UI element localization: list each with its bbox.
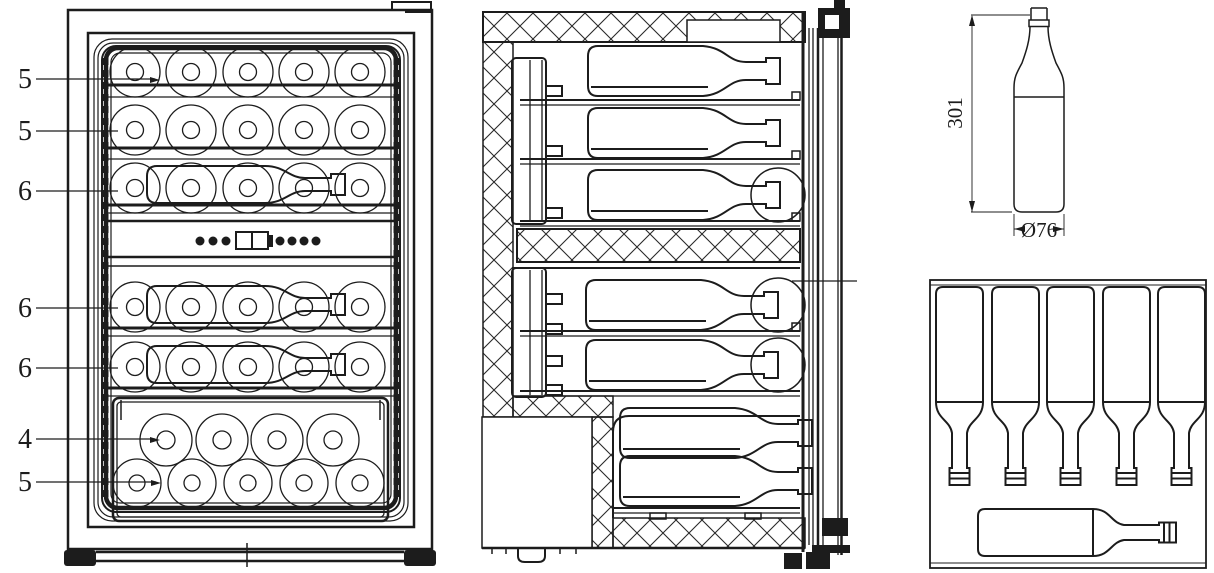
control-button xyxy=(275,236,285,246)
control-button xyxy=(208,236,218,246)
bottle-diameter-dimension: Ø76 xyxy=(1021,218,1057,242)
control-button xyxy=(299,236,309,246)
left-foot xyxy=(64,550,96,566)
glass-door-section xyxy=(784,0,857,569)
interior-light-housing xyxy=(686,19,781,43)
shelf-row-1 xyxy=(108,46,394,98)
bottom-bin xyxy=(111,396,390,523)
horizontal-bottle xyxy=(977,508,1177,557)
control-button xyxy=(311,236,321,246)
zone-divider xyxy=(516,228,801,263)
control-panel xyxy=(108,219,394,267)
cabinet-outline xyxy=(66,8,434,551)
zone2-bottles xyxy=(520,277,806,397)
zone1-bottles xyxy=(520,45,806,227)
right-foot xyxy=(404,550,436,566)
shelf-row-4 xyxy=(108,281,394,337)
bottom-bin-section xyxy=(612,407,813,520)
capacity-labels: 5 5 6 6 6 4 5 xyxy=(18,64,161,498)
display-bracket xyxy=(268,235,273,247)
shelf-capacity-label: 6 xyxy=(18,176,32,207)
top-hinge-tab-shadow xyxy=(405,9,431,13)
zone1-shelf-rail xyxy=(511,57,563,225)
shelf-top-view-drawing xyxy=(929,279,1207,569)
lying-bottle xyxy=(146,285,346,324)
shelf-row-2 xyxy=(108,104,394,160)
front-view-drawing xyxy=(64,1,436,567)
shelf-row-3 xyxy=(108,162,394,214)
diameter-dimension: Ø76 xyxy=(1013,214,1065,242)
top-hinge-pin xyxy=(834,0,845,9)
shelf-capacity-label: 5 xyxy=(18,64,32,95)
shelf-capacity-label: 6 xyxy=(18,293,32,324)
lying-bottle xyxy=(146,165,346,204)
top-view-bottles xyxy=(935,286,1206,557)
bottom-hinge-foot xyxy=(784,553,802,569)
end-on-bottle xyxy=(750,167,806,223)
display-window xyxy=(251,231,269,250)
lying-bottle xyxy=(146,345,346,384)
display-window xyxy=(235,231,253,250)
shelf-capacity-label: 5 xyxy=(18,467,32,498)
control-button xyxy=(195,236,205,246)
control-button xyxy=(287,236,297,246)
bottle-outline xyxy=(1013,7,1065,213)
control-button xyxy=(221,236,231,246)
shelf-outline xyxy=(929,279,1207,569)
bottle-height-dimension: 301 xyxy=(943,97,967,129)
shelf-capacity-label: 4 xyxy=(18,424,32,455)
shelf-row-5 xyxy=(108,341,394,397)
glass-door-frame xyxy=(86,31,416,529)
bottle-dimension-drawing: 301 Ø76 xyxy=(943,7,1065,242)
side-section-drawing xyxy=(481,0,857,569)
compressor-foot xyxy=(517,548,546,563)
shelf-capacity-label: 6 xyxy=(18,353,32,384)
shelf-capacity-label: 5 xyxy=(18,116,32,147)
bottom-door-hinge xyxy=(822,518,848,536)
height-dimension: 301 xyxy=(943,14,1030,213)
compressor-compartment xyxy=(481,416,593,549)
base-assembly xyxy=(64,543,436,567)
